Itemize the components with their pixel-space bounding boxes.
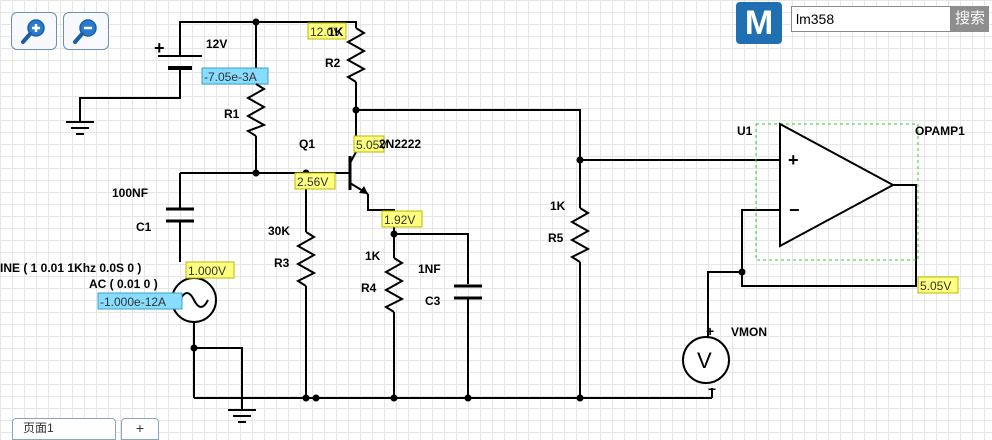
opamp-name: OPAMP1 [915, 124, 965, 138]
ground-symbol-2 [228, 409, 256, 423]
r2-value: 1K [328, 25, 344, 39]
r2-label: R2 [325, 56, 341, 70]
mouser-logo[interactable]: M [736, 2, 782, 44]
vmon-label: VMON [731, 325, 767, 339]
c3-value: 1NF [418, 262, 441, 276]
source-voltage-probe-text: 1.000V [188, 264, 226, 278]
capacitor-c3[interactable] [454, 284, 482, 300]
vmon-plus: + [706, 323, 714, 339]
source-current-probe [97, 292, 183, 310]
opamp-plus-input: + [788, 150, 799, 170]
voltmeter-symbol: V [697, 348, 712, 373]
r2-voltage-probe [307, 22, 347, 40]
r1-label: R1 [224, 107, 240, 121]
resistor-r3[interactable] [295, 231, 317, 287]
transistor-q1[interactable] [348, 151, 369, 195]
q1-collector-probe-text: 5.05V [356, 138, 387, 152]
c3-label: C3 [425, 294, 441, 308]
opamp-output-probe [917, 276, 959, 294]
zoom-in-button[interactable] [11, 12, 57, 50]
r2-probe-text: 12.0V [310, 25, 341, 39]
r5-label: R5 [548, 231, 564, 245]
battery-voltage: 12V [206, 37, 227, 51]
opamp-output-probe-text: 5.05V [920, 279, 951, 293]
opamp-u1[interactable] [779, 122, 896, 248]
resistor-r2[interactable] [345, 27, 367, 83]
q1-collector-probe [353, 135, 385, 153]
r3-label: R3 [274, 256, 290, 270]
ground-symbol-1 [66, 121, 94, 135]
voltmeter-vmon[interactable]: V [682, 336, 730, 384]
r3-value: 30K [268, 224, 290, 238]
c1-value: 100NF [112, 186, 148, 200]
q1-emitter-probe [381, 210, 423, 228]
source-current-probe-text: -1.000e-12A [100, 295, 166, 309]
source-ac-params: AC ( 0.01 0 ) [89, 277, 158, 291]
opamp-minus-input: − [789, 200, 800, 220]
q1-emitter-probe-text: 1.92V [384, 213, 415, 227]
source-voltage-probe [185, 261, 235, 279]
q1-base-probe [294, 172, 336, 190]
zoom-in-icon [21, 19, 45, 44]
r4-value: 1K [365, 249, 381, 263]
battery-current-text: -7.05e-3A [204, 70, 257, 84]
vmon-minus: − [708, 381, 716, 397]
opamp-designator: U1 [737, 124, 753, 138]
resistor-r1[interactable] [245, 83, 267, 137]
battery-plus: + [154, 38, 165, 58]
battery-12v[interactable]: + [154, 38, 202, 76]
search-input[interactable] [791, 6, 951, 32]
capacitor-c1[interactable] [166, 207, 194, 223]
q1-model: 2N2222 [379, 137, 421, 151]
battery-current-probe [201, 67, 269, 85]
r5-value: 1K [550, 199, 566, 213]
opamp-selection-box [755, 123, 919, 261]
r4-label: R4 [361, 281, 377, 295]
q1-label: Q1 [299, 137, 315, 151]
zoom-out-icon [73, 19, 97, 44]
q1-base-probe-text: 2.56V [297, 175, 328, 189]
source-sine-params: INE ( 1 0.01 1Khz 0.0S 0 ) [0, 261, 141, 275]
resistor-r5[interactable] [569, 207, 591, 263]
search-button[interactable]: 搜索 [951, 6, 989, 32]
resistor-r4[interactable] [383, 257, 405, 313]
c1-label: C1 [136, 220, 152, 234]
zoom-out-button[interactable] [63, 12, 109, 50]
